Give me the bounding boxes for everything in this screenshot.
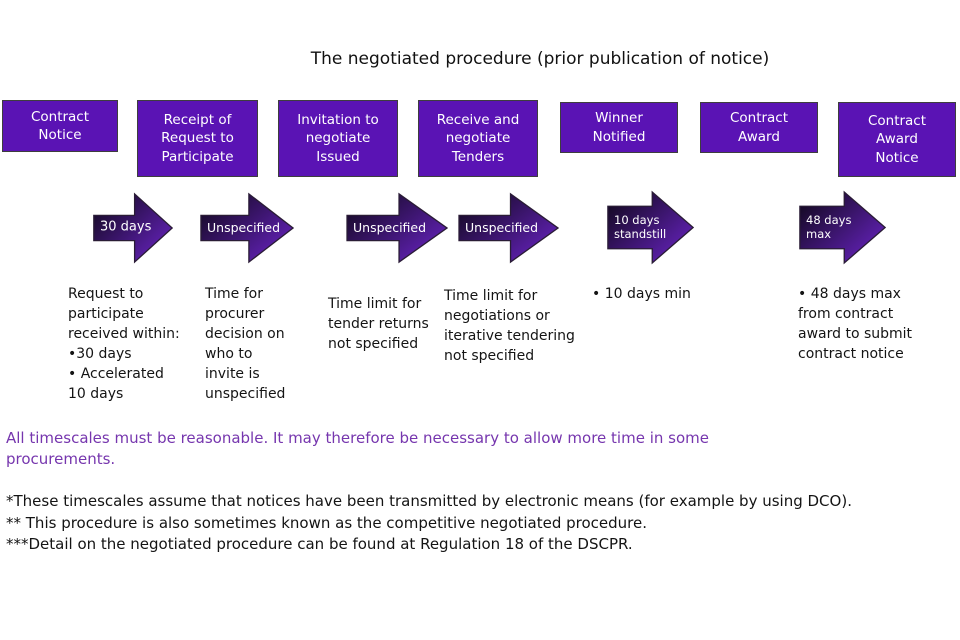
footnote-competitive-negotiated: ** This procedure is also sometimes know… bbox=[6, 513, 648, 532]
timescale-note-10-days-min: • 10 days min bbox=[592, 286, 691, 302]
right-arrow-icon bbox=[200, 191, 294, 265]
stage-label: Contract Award bbox=[729, 110, 789, 145]
timeline-arrow-30-days: 30 days bbox=[93, 191, 173, 265]
arrow-label: 10 days standstill bbox=[614, 212, 667, 242]
right-arrow-icon bbox=[799, 189, 886, 266]
timescale-note-request-to-participate: Request to participate received within: … bbox=[68, 286, 180, 402]
arrow-label: Unspecified bbox=[353, 219, 427, 235]
timescale-note-negotiations: Time limit for negotiations or iterative… bbox=[444, 288, 575, 364]
timeline-arrow-48-days-max: 48 days max bbox=[799, 189, 886, 266]
stage-label: Receipt of Request to Participate bbox=[161, 112, 234, 165]
timescale-note-tender-returns: Time limit for tender returns not specif… bbox=[328, 296, 429, 352]
timescale-note-48-days-max: • 48 days max from contract award to sub… bbox=[798, 286, 913, 362]
arrow-label: Unspecified bbox=[207, 219, 281, 235]
timeline-arrow-unspecified-2: Unspecified bbox=[346, 191, 448, 265]
stage-box-receipt-of-request: Receipt of Request to Participate bbox=[137, 100, 258, 177]
right-arrow-icon bbox=[458, 191, 559, 265]
stage-label: Contract Notice bbox=[30, 108, 90, 143]
reasonable-timescales-note: All timescales must be reasonable. It ma… bbox=[6, 429, 709, 468]
stage-box-receive-negotiate-tenders: Receive and negotiate Tenders bbox=[418, 100, 538, 177]
stage-box-contract-award: Contract Award bbox=[700, 102, 818, 153]
arrow-label: Unspecified bbox=[465, 219, 539, 235]
right-arrow-icon bbox=[607, 189, 694, 266]
stage-label: Winner Notified bbox=[592, 110, 646, 145]
stage-label: Receive and negotiate Tenders bbox=[436, 112, 520, 165]
right-arrow-icon bbox=[346, 191, 448, 265]
arrow-label: 48 days max bbox=[806, 212, 852, 242]
timeline-arrow-unspecified-3: Unspecified bbox=[458, 191, 559, 265]
arrow-label: 30 days bbox=[100, 219, 152, 235]
timeline-arrow-unspecified-1: Unspecified bbox=[200, 191, 294, 265]
footnotes: *These timescales assume that notices ha… bbox=[6, 491, 956, 556]
timescale-note-procurer-decision: Time for procurer decision on who to inv… bbox=[205, 286, 286, 402]
diagram-title: The negotiated procedure (prior publicat… bbox=[310, 49, 770, 69]
timeline-arrow-10-days-standstill: 10 days standstill bbox=[607, 189, 694, 266]
stage-box-contract-notice: Contract Notice bbox=[2, 100, 118, 152]
footnote-regulation-18: ***Detail on the negotiated procedure ca… bbox=[6, 535, 633, 553]
footnote-electronic-means: *These timescales assume that notices ha… bbox=[6, 492, 852, 510]
stage-box-contract-award-notice: Contract Award Notice bbox=[838, 102, 956, 177]
right-arrow-icon bbox=[93, 191, 173, 265]
stage-label: Invitation to negotiate Issued bbox=[297, 112, 379, 165]
stage-box-winner-notified: Winner Notified bbox=[560, 102, 678, 153]
stage-label: Contract Award Notice bbox=[867, 113, 927, 166]
stage-box-invitation-to-negotiate: Invitation to negotiate Issued bbox=[278, 100, 398, 177]
